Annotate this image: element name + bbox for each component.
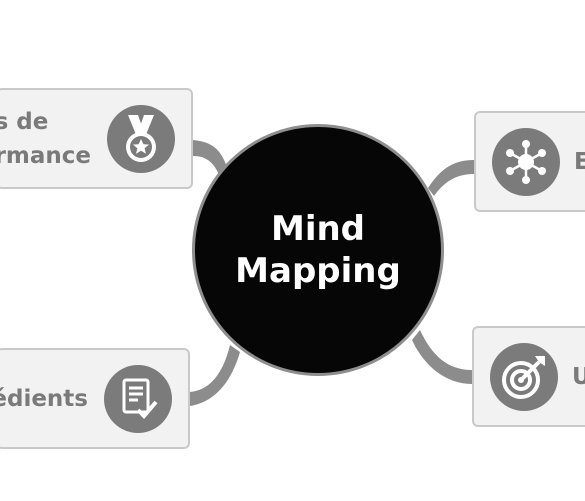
connector-top-left	[193, 140, 228, 177]
central-topic-text: Mind Mapping	[235, 208, 401, 292]
network-hub-icon	[492, 127, 560, 196]
topic-label-bottom-right: U	[572, 363, 585, 390]
medal-icon	[107, 104, 175, 173]
central-topic-line-1: Mind	[270, 209, 366, 249]
topic-node-bottom-left[interactable]: édients	[0, 348, 190, 449]
central-topic-line-2: Mapping	[235, 251, 401, 291]
topic-node-top-right[interactable]: E	[474, 111, 585, 212]
checklist-icon	[104, 364, 172, 433]
connector-bottom-right	[412, 330, 472, 384]
topic-node-top-left[interactable]: s de rmance	[0, 88, 193, 189]
topic-label-top-right: E	[574, 148, 585, 175]
target-arrow-icon	[490, 342, 558, 411]
topic-label-bottom-left: édients	[0, 385, 88, 412]
topic-label-top-left-line-1: s de	[0, 108, 49, 135]
connector-top-right	[428, 160, 474, 196]
central-topic[interactable]: Mind Mapping	[192, 124, 444, 376]
connector-bottom-left	[190, 345, 240, 406]
topic-node-bottom-right[interactable]: U	[472, 326, 585, 427]
topic-label-top-left: s de rmance	[0, 105, 91, 173]
topic-label-top-left-line-2: rmance	[0, 142, 91, 169]
